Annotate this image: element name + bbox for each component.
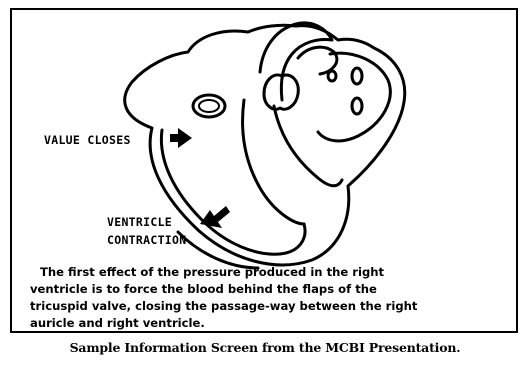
aorta	[260, 23, 332, 100]
tricuspid-valve-opening	[193, 95, 225, 117]
ventricle-label: VENTRICLE	[107, 215, 172, 229]
caption-line: ventricle is to force the blood behind t…	[30, 281, 510, 298]
information-screen: VALUE CLOSES VENTRICLE CONTRACTION The f…	[10, 8, 518, 333]
septum	[243, 100, 304, 224]
footer-caption: Sample Information Screen from the MCBI …	[0, 340, 530, 355]
caption-text: The first effect of the pressure produce…	[30, 264, 510, 332]
valve-closes-label: VALUE CLOSES	[44, 133, 131, 147]
caption-line: auricle and right ventricle.	[30, 315, 510, 332]
left-ventricle-wall	[274, 106, 342, 186]
left-atrium	[318, 53, 390, 141]
contraction-label: CONTRACTION	[107, 233, 186, 247]
arrow-right-icon	[170, 128, 192, 148]
arrow-diagonal-icon	[200, 206, 230, 228]
caption-line: tricuspid valve, closing the passage-way…	[30, 298, 510, 315]
caption-line: The first effect of the pressure produce…	[30, 264, 510, 281]
